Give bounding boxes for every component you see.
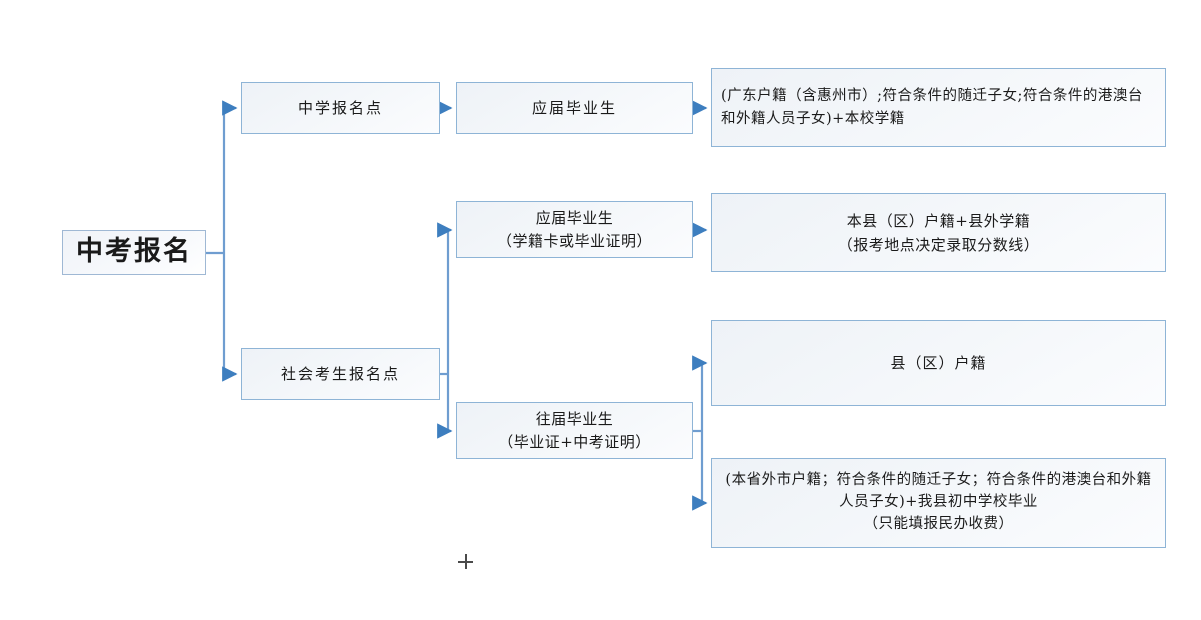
node-current-graduate[interactable]: 应届毕业生	[456, 82, 693, 134]
node-current-graduate-with-record[interactable]: 应届毕业生 （学籍卡或毕业证明）	[456, 201, 693, 258]
crosshair-cursor-icon	[458, 554, 473, 569]
node-social-candidate-registration-point[interactable]: 社会考生报名点	[241, 348, 440, 400]
node-detail-outside-city-household[interactable]: (本省外市户籍；符合条件的随迁子女；符合条件的港澳台和外籍人员子女)+我县初中学…	[711, 458, 1166, 548]
node-current-graduate-with-record-label: 应届毕业生 （学籍卡或毕业证明）	[496, 209, 652, 250]
node-detail-county-household-outside-record-label: 本县（区）户籍+县外学籍 （报考地点决定录取分数线）	[837, 211, 1040, 254]
node-middle-school-registration-point[interactable]: 中学报名点	[241, 82, 440, 134]
node-detail-guangdong-household-label: (广东户籍（含惠州市）;符合条件的随迁子女;符合条件的港澳台和外籍人员子女)+本…	[721, 88, 1143, 127]
node-detail-county-household-label: 县（区）户籍	[890, 353, 987, 372]
node-root-exam-registration[interactable]: 中考报名	[62, 230, 206, 275]
node-detail-county-household[interactable]: 县（区）户籍	[711, 320, 1166, 406]
node-middle-school-label: 中学报名点	[297, 98, 383, 117]
node-detail-guangdong-household[interactable]: (广东户籍（含惠州市）;符合条件的随迁子女;符合条件的港澳台和外籍人员子女)+本…	[711, 68, 1166, 147]
node-social-label: 社会考生报名点	[280, 364, 400, 383]
node-detail-county-household-outside-record[interactable]: 本县（区）户籍+县外学籍 （报考地点决定录取分数线）	[711, 193, 1166, 272]
node-current-graduate-label: 应届毕业生	[531, 98, 617, 117]
node-detail-outside-city-household-label: (本省外市户籍；符合条件的随迁子女；符合条件的港澳台和外籍人员子女)+我县初中学…	[725, 472, 1152, 532]
node-former-graduate-label: 往届毕业生 （毕业证+中考证明）	[498, 410, 651, 451]
node-root-label: 中考报名	[76, 236, 192, 268]
node-former-graduate[interactable]: 往届毕业生 （毕业证+中考证明）	[456, 402, 693, 459]
